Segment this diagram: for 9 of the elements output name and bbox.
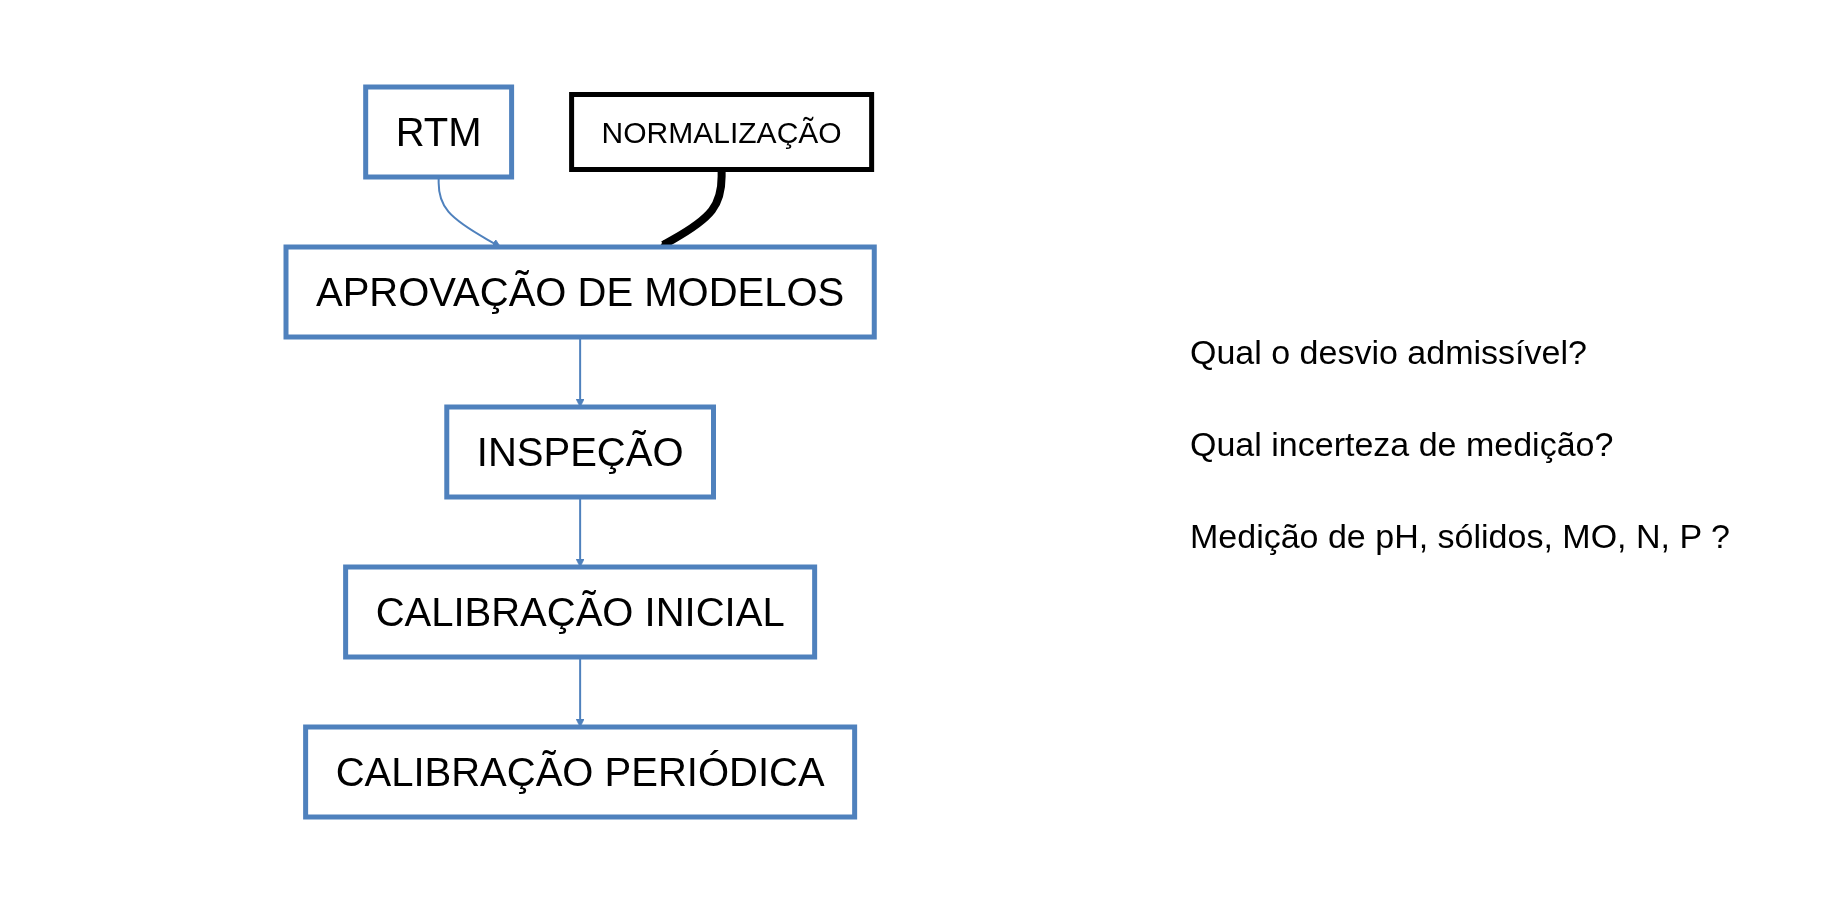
note-text: Qual incerteza de medição? (1190, 424, 1615, 466)
node-box: INSPEÇÃO (444, 404, 716, 500)
node-box: APROVAÇÃO DE MODELOS (283, 244, 877, 340)
node-box: CALIBRAÇÃO PERIÓDICA (303, 724, 857, 820)
node-box: CALIBRAÇÃO INICIAL (343, 564, 817, 660)
node-box: NORMALIZAÇÃO (568, 92, 874, 172)
note-text: Qual o desvio admissível? (1190, 332, 1588, 373)
node-box: RTM (363, 84, 514, 180)
note-text: Medição de pH, sólidos, MO, N, P ? (1190, 516, 1731, 558)
